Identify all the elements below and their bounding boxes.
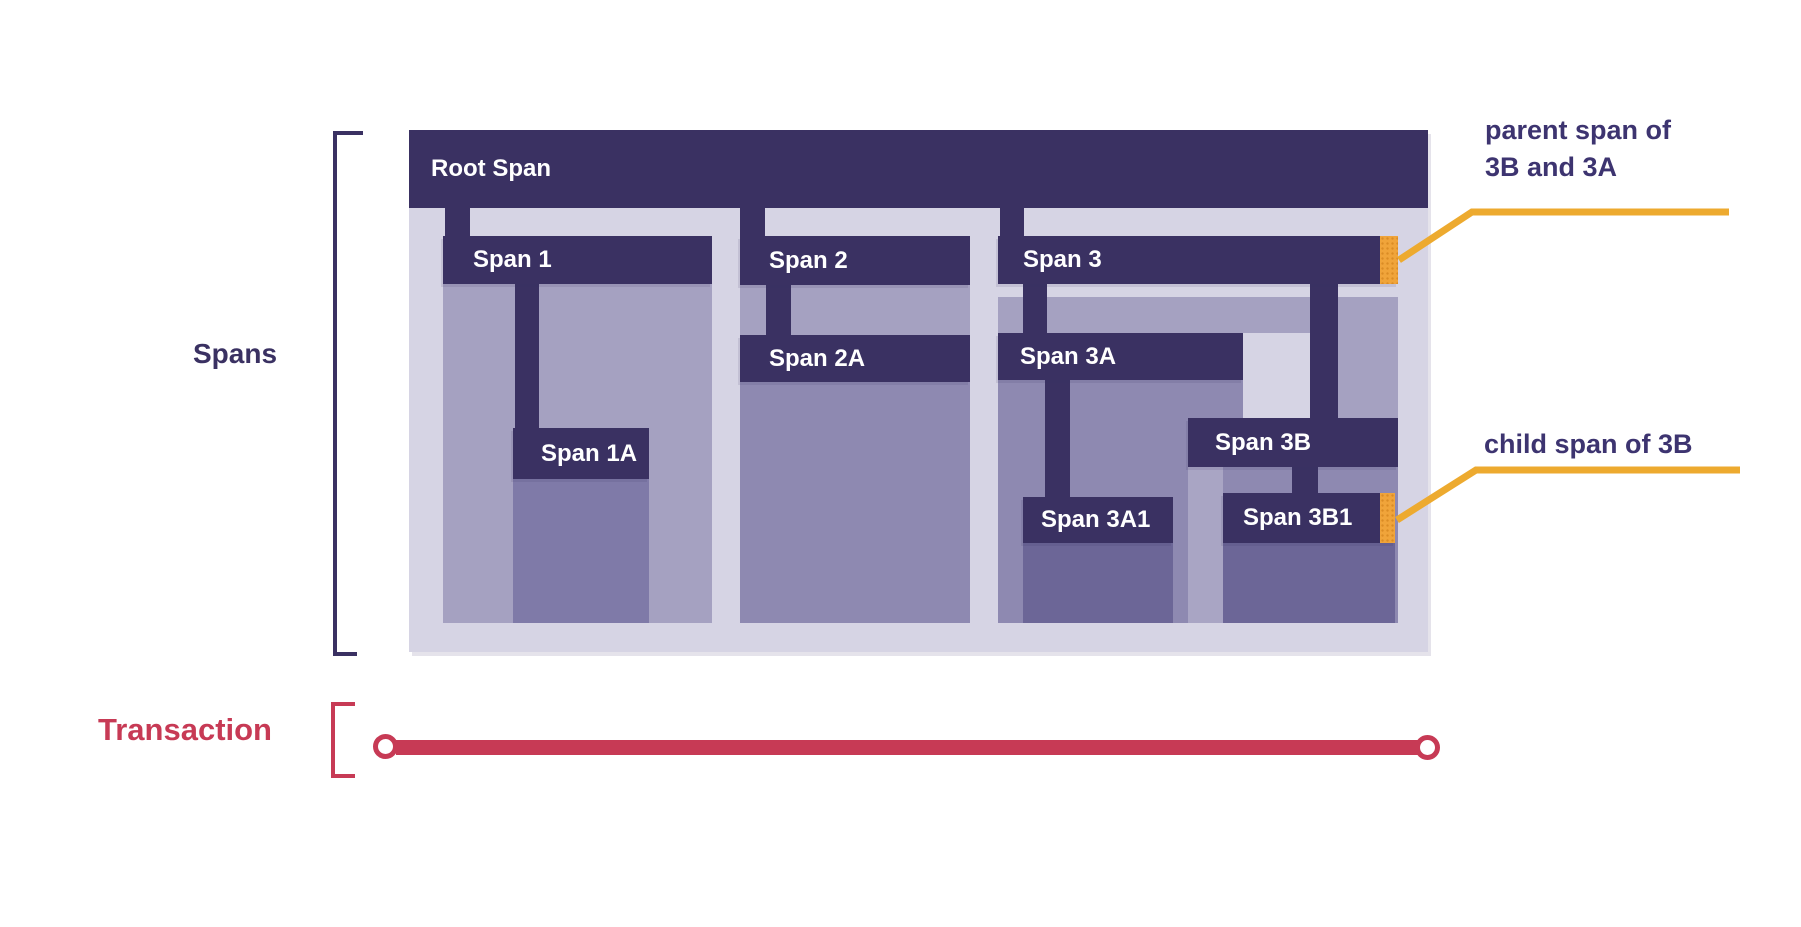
span3-to-span3a-connector <box>1023 284 1047 333</box>
span3a-to-span3a1-connector <box>1045 380 1070 497</box>
spans-bracket-vertical <box>333 131 337 656</box>
spans-bracket-bottom-tip <box>333 652 357 656</box>
span-1-bar: Span 1 <box>443 236 712 284</box>
span-3a1-bar: Span 3A1 <box>1023 497 1173 543</box>
span1-to-span1a-connector <box>515 284 539 428</box>
parent-callout-line <box>1397 208 1729 263</box>
parent-span-annotation: parent span of 3B and 3A <box>1485 112 1671 186</box>
child-callout-line <box>1395 466 1740 523</box>
transaction-axis-label: Transaction <box>98 712 272 747</box>
span-1-label: Span 1 <box>473 246 552 273</box>
span-3a1-duration-fill <box>1023 543 1173 623</box>
span-2-label: Span 2 <box>769 246 848 274</box>
span2-to-span2a-connector <box>766 285 791 335</box>
span-3b-label: Span 3B <box>1215 428 1312 456</box>
span-3-label: Span 3 <box>1023 246 1102 273</box>
span-3a-label: Span 3A <box>1020 342 1117 370</box>
span-1a-bar: Span 1A <box>513 428 649 479</box>
root-span-label: Root Span <box>431 155 551 182</box>
span-3-duration-fill-left <box>998 297 1310 333</box>
span-1a-label: Span 1A <box>541 439 638 467</box>
child-span-annotation: child span of 3B <box>1484 429 1693 459</box>
root-span-bar: Root Span <box>409 130 1428 208</box>
parent-span-annotation-line2: 3B and 3A <box>1485 152 1618 182</box>
spans-axis-label: Spans <box>192 338 278 369</box>
span-3b1-bar: Span 3B1 <box>1223 493 1395 543</box>
span-3a-bar: Span 3A <box>998 333 1243 380</box>
transaction-bracket-vertical <box>331 702 335 778</box>
span-3a1-label: Span 3A1 <box>1041 506 1151 533</box>
span-3-duration-fill-right <box>1338 297 1398 418</box>
span-3b-duration-fill-light-column <box>1188 467 1223 623</box>
span-2a-bar: Span 2A <box>740 335 970 382</box>
span-3b-bar: Span 3B <box>1188 418 1398 467</box>
transaction-start-circle-icon <box>373 734 398 759</box>
root-to-span2-connector <box>740 208 765 238</box>
span-3b1-duration-fill <box>1223 543 1395 623</box>
transaction-duration-line <box>396 740 1418 755</box>
transaction-bracket-bottom-tip <box>331 774 355 778</box>
span-1a-duration-fill <box>513 479 649 623</box>
span-2a-label: Span 2A <box>769 344 866 372</box>
parent-span-annotation-line1: parent span of <box>1485 115 1672 145</box>
spans-bracket-top-tip <box>333 131 363 135</box>
span-2-bar: Span 2 <box>740 236 970 285</box>
span-3b1-label: Span 3B1 <box>1243 504 1353 531</box>
span-3b1-child-highlight-marker <box>1380 493 1395 543</box>
root-to-span1-connector <box>445 208 470 238</box>
root-to-span3-connector <box>1000 208 1024 238</box>
span-3-parent-highlight-marker <box>1380 236 1398 284</box>
transaction-bracket-top-tip <box>331 702 355 706</box>
span3b-to-span3b1-connector <box>1292 467 1318 493</box>
span-2a-duration-fill <box>740 382 970 623</box>
transaction-end-circle-icon <box>1415 735 1440 760</box>
span-3-bar: Span 3 <box>998 236 1398 284</box>
span3-to-span3b-connector <box>1310 284 1338 418</box>
